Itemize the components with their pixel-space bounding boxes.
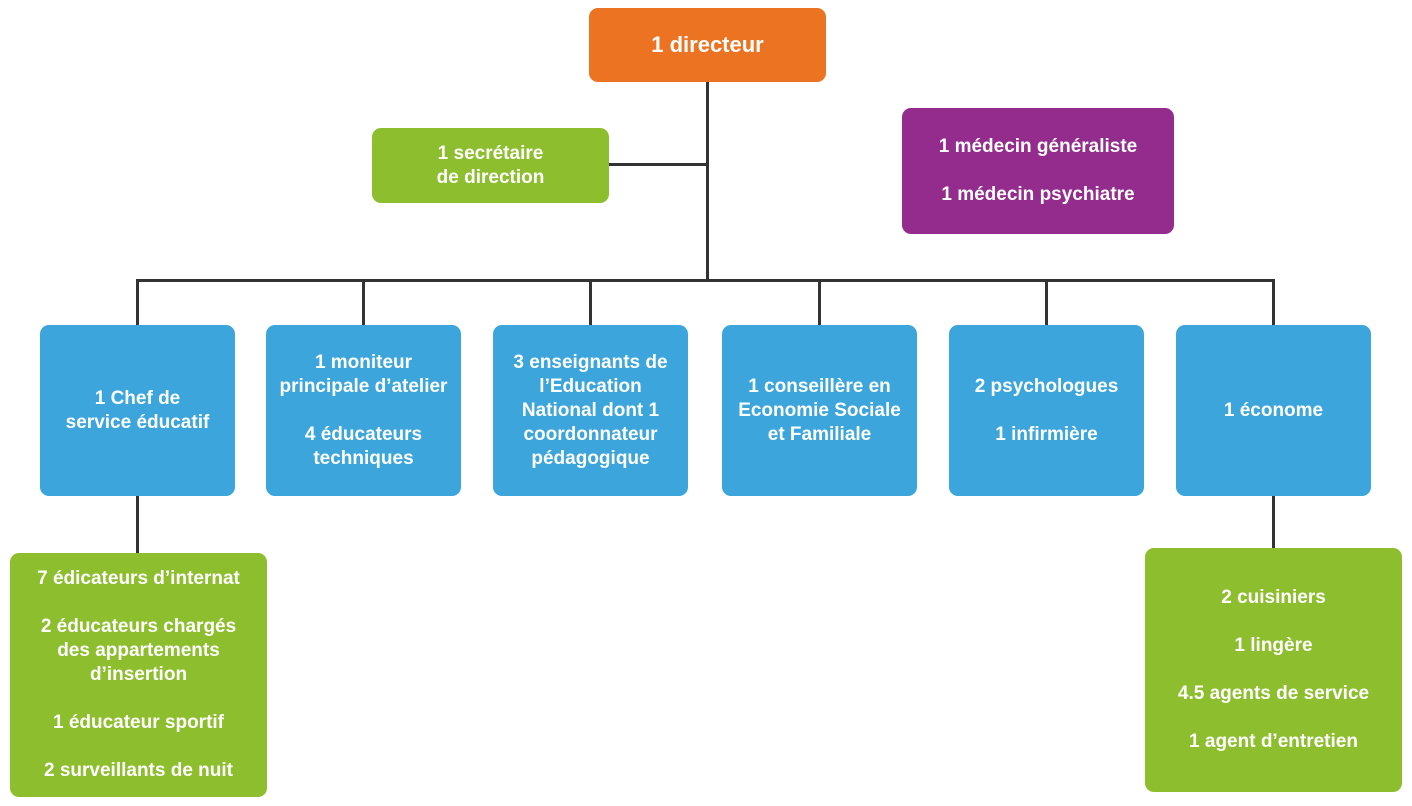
connector-drop-1 [136, 279, 139, 325]
edu-item-1: 7 édicateurs d’internat [37, 568, 240, 589]
service-5-line-2: 1 infirmière [995, 423, 1098, 445]
service-box-conseillere: 1 conseillère en Economie Sociale et Fam… [722, 325, 917, 496]
connector-director-trunk [706, 82, 709, 281]
edu-item-2-line-3: d’insertion [89, 664, 188, 685]
log-item-1: 2 cuisiniers [1221, 587, 1326, 608]
service-2-line-4: techniques [313, 447, 414, 469]
log-item-4: 1 agent d’entretien [1189, 731, 1358, 752]
connector-drop-5 [1045, 279, 1048, 325]
connector-drop-6 [1272, 279, 1275, 325]
connector-drop-4 [818, 279, 821, 325]
service-3-line-3: National dont 1 [521, 399, 660, 421]
service-box-chef-educatif: 1 Chef de service éducatif [40, 325, 235, 496]
service-3-line-4: coordonnateur [523, 423, 658, 445]
service-3-line-1: 3 enseignants de [513, 351, 668, 373]
service-3-line-2: l’Education [539, 375, 642, 397]
service-box-atelier: 1 moniteur principale d’atelier 4 éducat… [266, 325, 461, 496]
connector-drop-3 [589, 279, 592, 325]
connector-horizontal-bus [136, 279, 1275, 282]
connector-educational-team [136, 495, 139, 553]
secretary-box: 1 secrétaire de direction [372, 128, 609, 203]
medical-line-1: 1 médecin généraliste [938, 136, 1138, 157]
service-box-psychologues: 2 psychologues 1 infirmière [949, 325, 1144, 496]
service-1-line-2: service éducatif [65, 411, 210, 433]
service-6-line-1: 1 économe [1223, 399, 1324, 421]
service-4-line-2: Economie Sociale [738, 399, 901, 421]
service-5-line-1: 2 psychologues [974, 375, 1119, 397]
connector-secretary [609, 163, 708, 166]
connector-drop-2 [362, 279, 365, 325]
educational-team-box: 7 édicateurs d’internat 2 éducateurs cha… [10, 553, 267, 797]
secretary-line-2: de direction [436, 166, 545, 188]
service-box-enseignants: 3 enseignants de l’Education National do… [493, 325, 688, 496]
service-4-line-1: 1 conseillère en [748, 375, 891, 397]
secretary-line-1: 1 secrétaire [437, 142, 544, 164]
edu-item-2-line-2: des appartements [57, 640, 220, 661]
edu-item-4: 2 surveillants de nuit [44, 760, 233, 781]
edu-item-3: 1 éducateur sportif [52, 712, 225, 733]
service-2-line-2: principale d’atelier [279, 375, 448, 397]
service-4-line-3: et Familiale [767, 423, 872, 445]
logistics-team-box: 2 cuisiniers 1 lingère 4.5 agents de ser… [1145, 548, 1402, 792]
medical-box: 1 médecin généraliste 1 médecin psychiat… [902, 108, 1174, 234]
service-box-econome: 1 économe [1176, 325, 1371, 496]
service-3-line-5: pédagogique [531, 447, 650, 469]
edu-item-2-line-1: 2 éducateurs chargés [40, 616, 237, 637]
service-2-line-1: 1 moniteur [314, 351, 413, 373]
service-2-line-3: 4 éducateurs [304, 423, 423, 445]
log-item-3: 4.5 agents de service [1177, 683, 1370, 704]
connector-logistics-team [1272, 495, 1275, 548]
log-item-2: 1 lingère [1234, 635, 1313, 656]
director-label: 1 directeur [651, 32, 764, 57]
director-box: 1 directeur [589, 8, 826, 82]
service-1-line-1: 1 Chef de [94, 387, 181, 409]
medical-line-2: 1 médecin psychiatre [941, 184, 1135, 205]
